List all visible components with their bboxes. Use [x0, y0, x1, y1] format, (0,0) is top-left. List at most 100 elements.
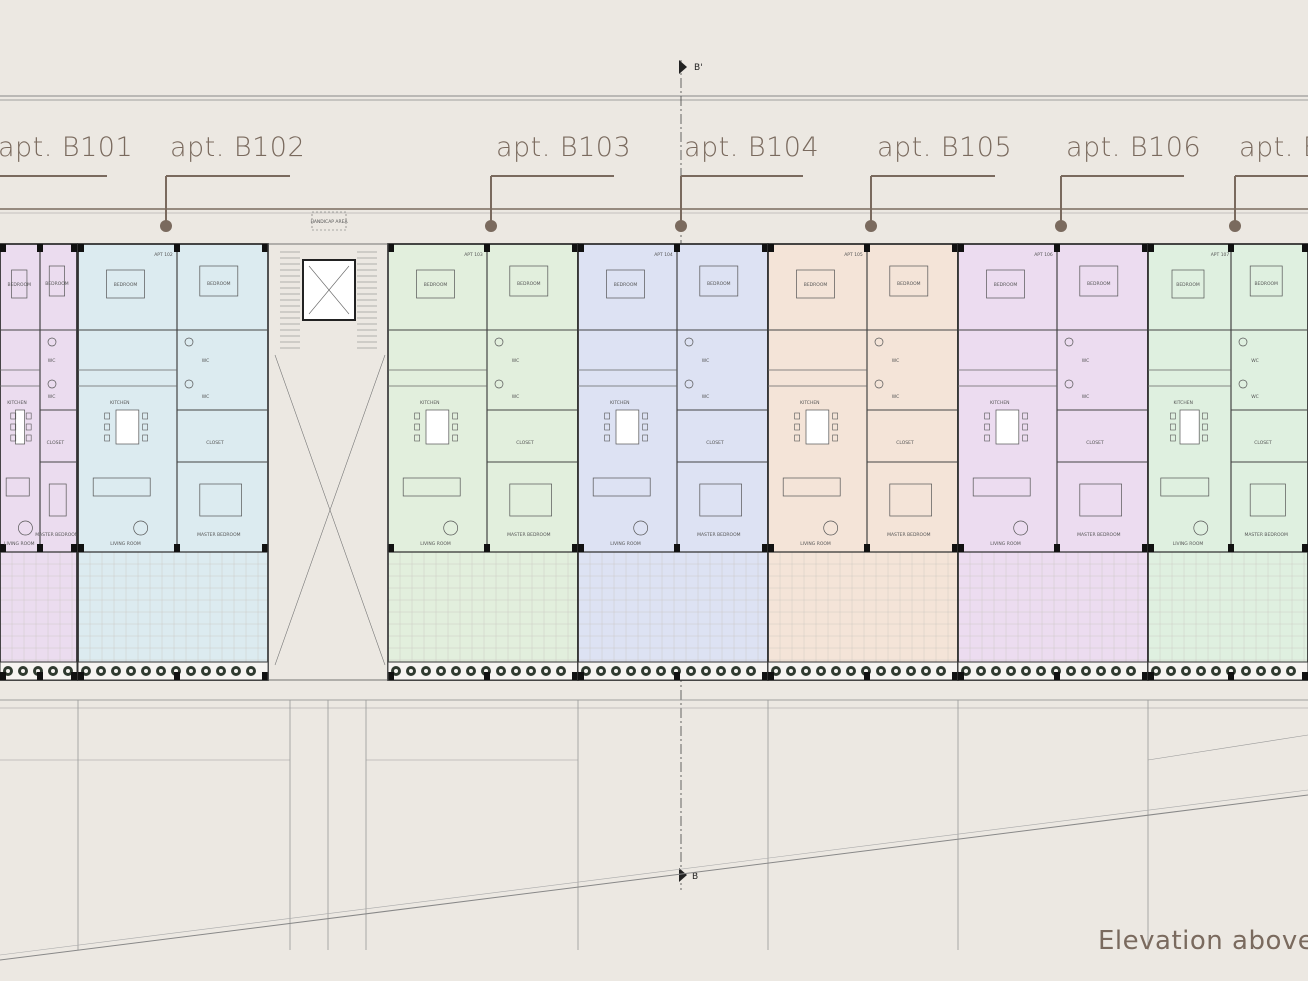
wc-label: WC [48, 394, 56, 400]
plant-icon [1244, 669, 1248, 673]
chair-icon [984, 412, 990, 420]
apartment-floor-area [388, 244, 578, 552]
section-arrow-icon [679, 868, 687, 882]
wc-label: WC [702, 358, 710, 364]
structural-column [71, 672, 77, 680]
balcony-area [958, 552, 1148, 662]
sofa-icon [1160, 477, 1210, 497]
plant-icon [1184, 669, 1188, 673]
plant-icon [249, 669, 253, 673]
apartment-label-b106: apt. B106 [1066, 132, 1202, 163]
plant-icon [704, 669, 708, 673]
structural-column [1302, 672, 1308, 680]
plant-icon [1084, 669, 1088, 673]
structural-column [578, 672, 584, 680]
plant-icon [529, 669, 533, 673]
kitchen-label: KITCHEN [990, 400, 1010, 406]
bed-icon [986, 269, 1025, 299]
plant-icon [979, 669, 983, 673]
structural-column [572, 672, 578, 680]
plant-icon [1154, 669, 1158, 673]
bedroom-label: BEDROOM [994, 282, 1018, 288]
balcony-area [78, 552, 268, 662]
structural-column [1148, 544, 1154, 552]
master-bedroom-label: MASTER BEDROOM [197, 532, 241, 538]
chair-icon [604, 434, 610, 442]
structural-column [78, 244, 84, 252]
structural-column [262, 544, 268, 552]
stair-core: HANDICAP AREA [267, 211, 389, 681]
structural-column [762, 244, 768, 252]
structural-column [674, 672, 680, 680]
bedroom-label: BEDROOM [804, 282, 828, 288]
living-room-label: LIVING ROOM [990, 541, 1021, 547]
balcony-area [768, 552, 958, 662]
wc-label: WC [892, 358, 900, 364]
structural-column [484, 544, 490, 552]
structural-column [578, 544, 584, 552]
master-bedroom-label: MASTER BEDROOM [1077, 532, 1121, 538]
bedroom-label: BEDROOM [424, 282, 448, 288]
dining-table-icon [1179, 409, 1200, 445]
structural-column [1054, 244, 1060, 252]
structural-column [1148, 672, 1154, 680]
structural-column [0, 672, 6, 680]
structural-column [952, 244, 958, 252]
label-pointer-dot [1055, 220, 1067, 232]
plant-icon [1199, 669, 1203, 673]
bed-icon [11, 269, 28, 299]
plant-icon [1259, 669, 1263, 673]
structural-column [1302, 244, 1308, 252]
armchair-icon [633, 520, 649, 536]
plant-icon [734, 669, 738, 673]
void-diagonal [274, 354, 386, 666]
chair-icon [604, 423, 610, 431]
closet-label: CLOSET [516, 440, 534, 446]
master-bedroom-label: MASTER BEDROOM [35, 532, 79, 538]
sofa-icon [92, 477, 151, 497]
master-bedroom-label: MASTER BEDROOM [1244, 532, 1288, 538]
living-room-label: LIVING ROOM [800, 541, 831, 547]
structural-column [174, 544, 180, 552]
chair-icon [1202, 423, 1208, 431]
chair-icon [142, 423, 148, 431]
plant-icon [749, 669, 753, 673]
plant-icon [129, 669, 133, 673]
armchair-icon [1013, 520, 1029, 536]
plant-icon [719, 669, 723, 673]
closet-label: CLOSET [1254, 440, 1272, 446]
plant-icon [994, 669, 998, 673]
balcony-area [0, 552, 77, 662]
plant-icon [819, 669, 823, 673]
apartment-label-b101: apt. B101 [0, 132, 134, 163]
structural-column [1228, 672, 1234, 680]
chair-icon [142, 412, 148, 420]
bedroom-label: BEDROOM [897, 281, 921, 287]
closet-label: CLOSET [206, 440, 224, 446]
chair-icon [642, 423, 648, 431]
apartment-floor-area [958, 244, 1148, 552]
structural-column [0, 544, 6, 552]
structural-column [484, 672, 490, 680]
chair-icon [1022, 434, 1028, 442]
apartment-floor-area [578, 244, 768, 552]
structural-column [37, 672, 43, 680]
plant-icon [454, 669, 458, 673]
chair-icon [642, 434, 648, 442]
toilet-icon [684, 379, 694, 389]
structural-column [958, 544, 964, 552]
apartment-floor-area [768, 244, 958, 552]
label-pointer-dot [485, 220, 497, 232]
chair-icon [10, 434, 17, 442]
bed-icon [1249, 483, 1286, 517]
living-room-label: LIVING ROOM [4, 541, 35, 547]
toilet-icon [1064, 379, 1074, 389]
toilet-icon [1064, 337, 1074, 347]
structural-column [952, 544, 958, 552]
wc-label: WC [202, 358, 210, 364]
kitchen-label: KITCHEN [7, 400, 27, 406]
